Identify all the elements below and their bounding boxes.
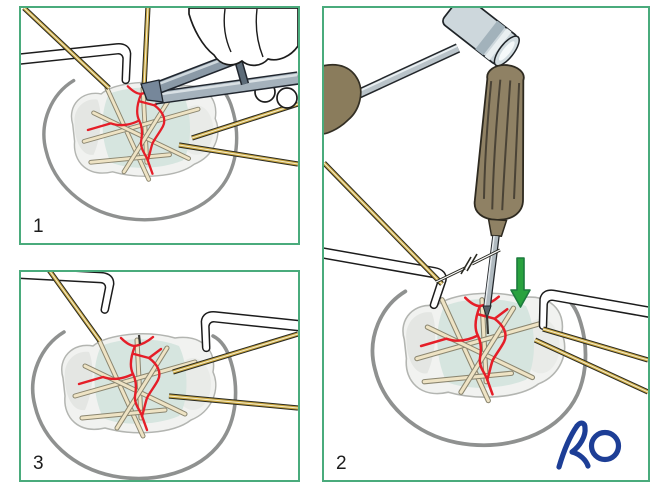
cut-wire-segment xyxy=(435,248,501,284)
bone-with-incision xyxy=(33,332,236,478)
bone-with-incision xyxy=(373,291,586,445)
k-wire xyxy=(533,337,648,395)
surgical-glove xyxy=(188,8,298,67)
step-2-illustration xyxy=(324,8,648,470)
k-wire xyxy=(542,326,648,363)
panel-2-number: 2 xyxy=(336,453,348,474)
step-1-illustration xyxy=(21,8,298,243)
k-wire xyxy=(47,272,103,343)
cut-wire-stub xyxy=(137,334,142,345)
green-down-arrow xyxy=(510,257,531,308)
step-3-illustration xyxy=(21,272,298,480)
panel-step-1: 1 xyxy=(19,6,300,245)
mallet-grip xyxy=(324,63,362,135)
k-wire xyxy=(178,142,298,167)
hohmann-retractor-left xyxy=(324,244,449,311)
panel-1-number: 1 xyxy=(33,216,45,237)
k-wire-being-cut xyxy=(141,8,151,89)
panel-3-number: 3 xyxy=(33,453,45,474)
k-wire xyxy=(22,8,111,90)
ao-logo xyxy=(556,420,622,470)
k-wire xyxy=(324,161,444,286)
panel-step-3: 3 xyxy=(19,270,300,482)
panel-step-2: 2 xyxy=(322,6,650,482)
impactor-punch xyxy=(473,64,525,335)
mallet xyxy=(324,8,520,135)
k-wire xyxy=(191,101,298,141)
k-wire xyxy=(168,393,298,411)
k-wire xyxy=(172,331,298,375)
